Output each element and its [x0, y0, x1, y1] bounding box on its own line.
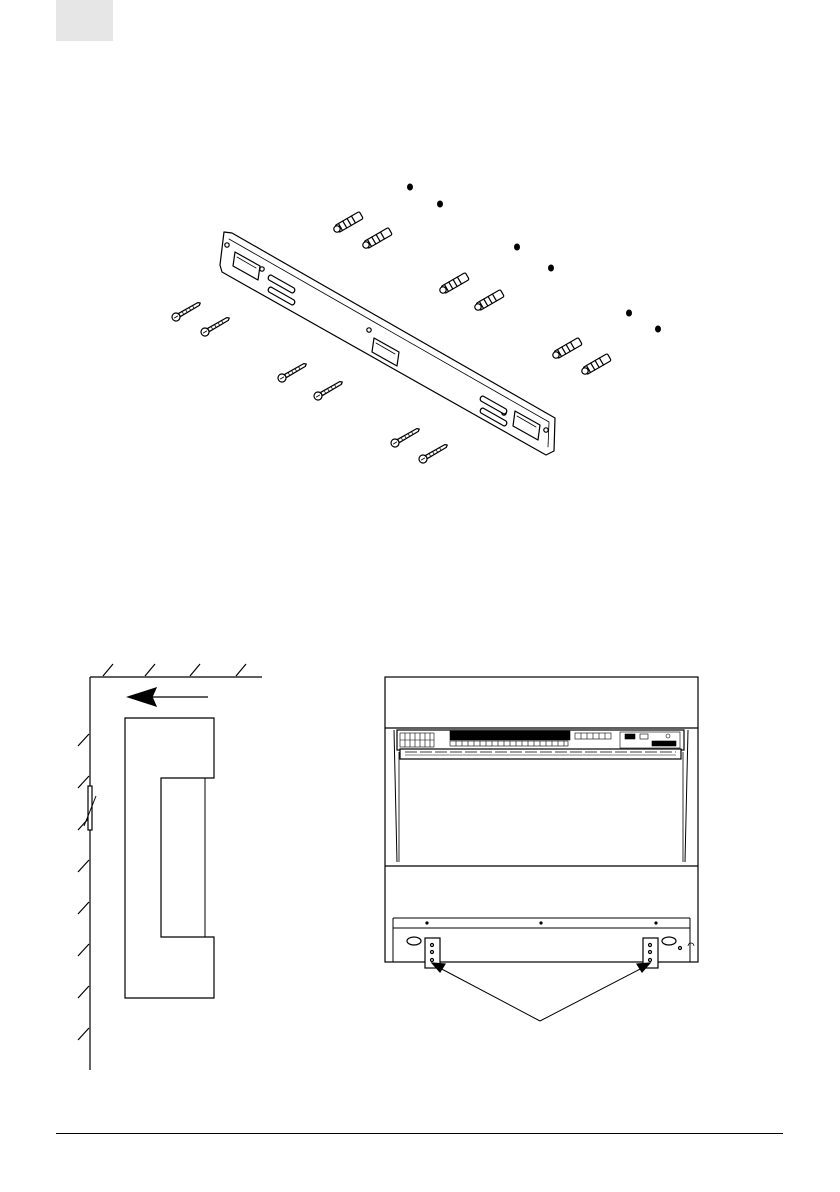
footer-rule: [56, 1133, 783, 1134]
control-strip: [397, 730, 684, 759]
fireplace-outer-frame: [385, 677, 698, 962]
callout-arrows: [432, 963, 650, 1021]
oval-hole-left: [407, 937, 421, 945]
oval-hole-right: [662, 937, 676, 945]
